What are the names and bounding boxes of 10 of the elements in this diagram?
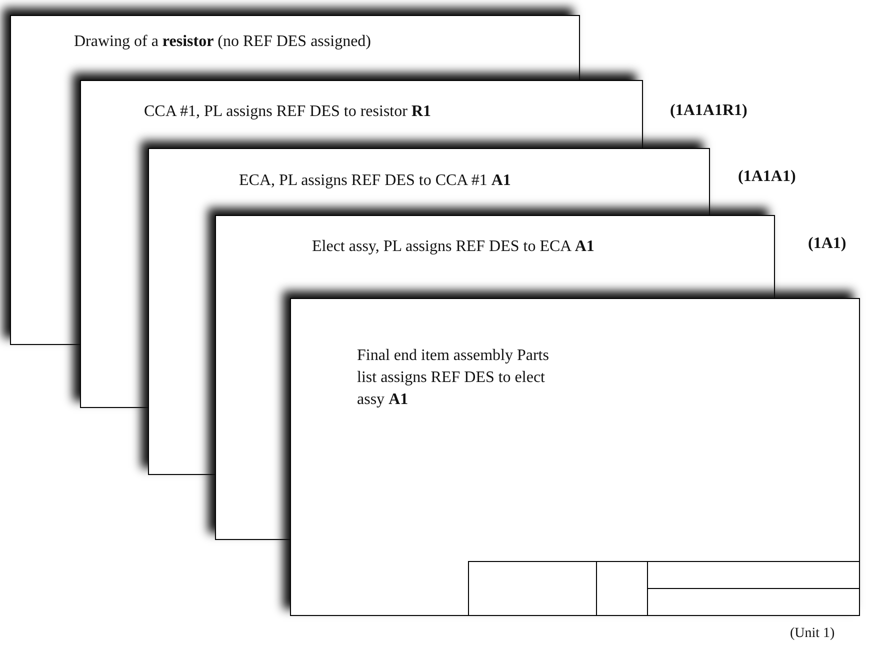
drawing-sheet <box>290 298 860 616</box>
sheet-title: Elect assy, PL assigns REF DES to ECA A1 <box>312 238 594 256</box>
sheet-title: ECA, PL assigns REF DES to CCA #1 A1 <box>239 172 511 190</box>
sheet-title: CCA #1, PL assigns REF DES to resistor R1 <box>144 103 431 121</box>
sheet-title: Drawing of a resistor (no REF DES assigned) <box>74 33 371 51</box>
reference-designator: (1A1A1) <box>738 168 796 186</box>
sheet-title: Final end item assembly Parts list assigns REF DES to elect assy A1 <box>357 346 550 410</box>
reference-designator: (1A1A1R1) <box>670 102 748 120</box>
reference-designator: (1A1) <box>808 235 846 253</box>
reference-designator: (Unit 1) <box>790 626 835 642</box>
